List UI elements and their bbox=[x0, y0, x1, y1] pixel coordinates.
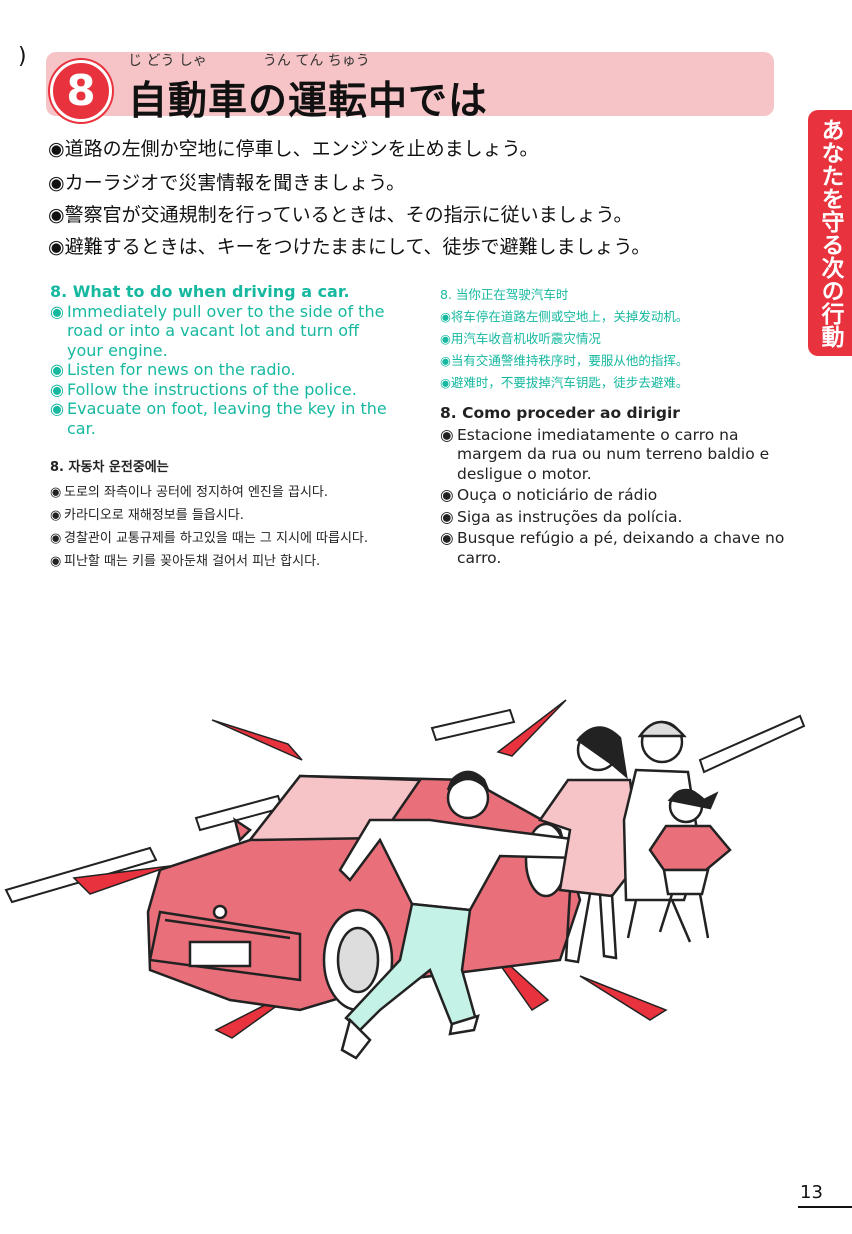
road-markings bbox=[4, 708, 806, 904]
shake-arrows bbox=[72, 699, 668, 1039]
chinese-item-1: ◉将车停在道路左侧或空地上，关掉发动机。 bbox=[440, 309, 689, 324]
section-number-badge: 8 bbox=[50, 60, 112, 122]
korean-item-1: ◉도로의 좌측이나 공터에 정지하여 엔진을 끕시다. bbox=[50, 485, 328, 500]
jp-item-2: ◉カーラジオで災害情報を聞きましょう。 bbox=[48, 172, 406, 194]
page-title: 自動車の運転中では bbox=[128, 79, 489, 124]
page-number-underline bbox=[798, 1206, 852, 1208]
portuguese-section: 8. Como proceder ao dirigir ◉Estacione i… bbox=[440, 404, 785, 568]
jp-item-4: ◉避難するときは、キーをつけたままにして、徒歩で避難しましょう。 bbox=[48, 236, 651, 258]
english-item-4: ◉Evacuate on foot, leaving the key in th… bbox=[50, 399, 387, 438]
woman bbox=[538, 726, 642, 964]
illustration-evacuating-car bbox=[4, 699, 806, 1060]
chinese-item-2: ◉用汽车收音机收听震灾情况 bbox=[440, 331, 601, 346]
korean-section: 8. 자동차 운전중에는 ◉도로의 좌측이나 공터에 정지하여 엔진을 끕시다.… bbox=[50, 456, 390, 573]
page-number: 13 bbox=[800, 1182, 823, 1203]
man-pushing-car bbox=[338, 770, 582, 1060]
korean-heading: 8. 자동차 운전중에는 bbox=[50, 460, 169, 475]
korean-item-2: ◉카라디오로 재해정보를 들읍시다. bbox=[50, 508, 244, 523]
side-tab bbox=[808, 110, 852, 356]
korean-item-3: ◉경찰관이 교통규제를 하고있을 때는 그 지시에 따릅시다. bbox=[50, 531, 369, 546]
english-heading: 8. What to do when driving a car. bbox=[50, 282, 350, 301]
jp-item-1: ◉道路の左側か空地に停車し、エンジンを止めましょう。 bbox=[48, 138, 539, 160]
english-item-2: ◉Listen for news on the radio. bbox=[50, 360, 296, 379]
chinese-item-3: ◉当有交通警维持秩序时，要服从他的指挥。 bbox=[440, 353, 689, 368]
english-section: 8. What to do when driving a car. ◉Immed… bbox=[50, 282, 400, 438]
portuguese-item-4: ◉Busque refúgio a pé, deixando a chave n… bbox=[440, 529, 785, 567]
title-ruby: じ どう しゃ うん てん ちゅう bbox=[128, 53, 370, 69]
page-edge-mark: ) bbox=[18, 44, 27, 69]
side-tab-label: あなたを守る次の行動 bbox=[817, 118, 843, 348]
jp-item-3: ◉警察官が交通規制を行っているときは、その指示に従いましょう。 bbox=[48, 204, 633, 226]
chinese-heading: 8. 当你正在驾驶汽车时 bbox=[440, 287, 569, 302]
korean-item-4: ◉피난할 때는 키를 꽂아둔채 걸어서 피난 합시다. bbox=[50, 554, 321, 569]
header-band bbox=[46, 52, 774, 116]
english-item-3: ◉Follow the instructions of the police. bbox=[50, 379, 357, 399]
english-item-1: ◉Immediately pull over to the side of th… bbox=[50, 301, 385, 360]
child bbox=[648, 788, 732, 939]
portuguese-heading: 8. Como proceder ao dirigir bbox=[440, 404, 680, 422]
chinese-item-4: ◉避难时，不要拔掉汽车钥匙，徒步去避难。 bbox=[440, 375, 689, 390]
portuguese-item-3: ◉Siga as instruções da polícia. bbox=[440, 507, 683, 526]
portuguese-item-1: ◉Estacione imediatamente o carro na marg… bbox=[440, 425, 770, 483]
portuguese-item-2: ◉Ouça o noticiário de rádio bbox=[440, 486, 658, 504]
